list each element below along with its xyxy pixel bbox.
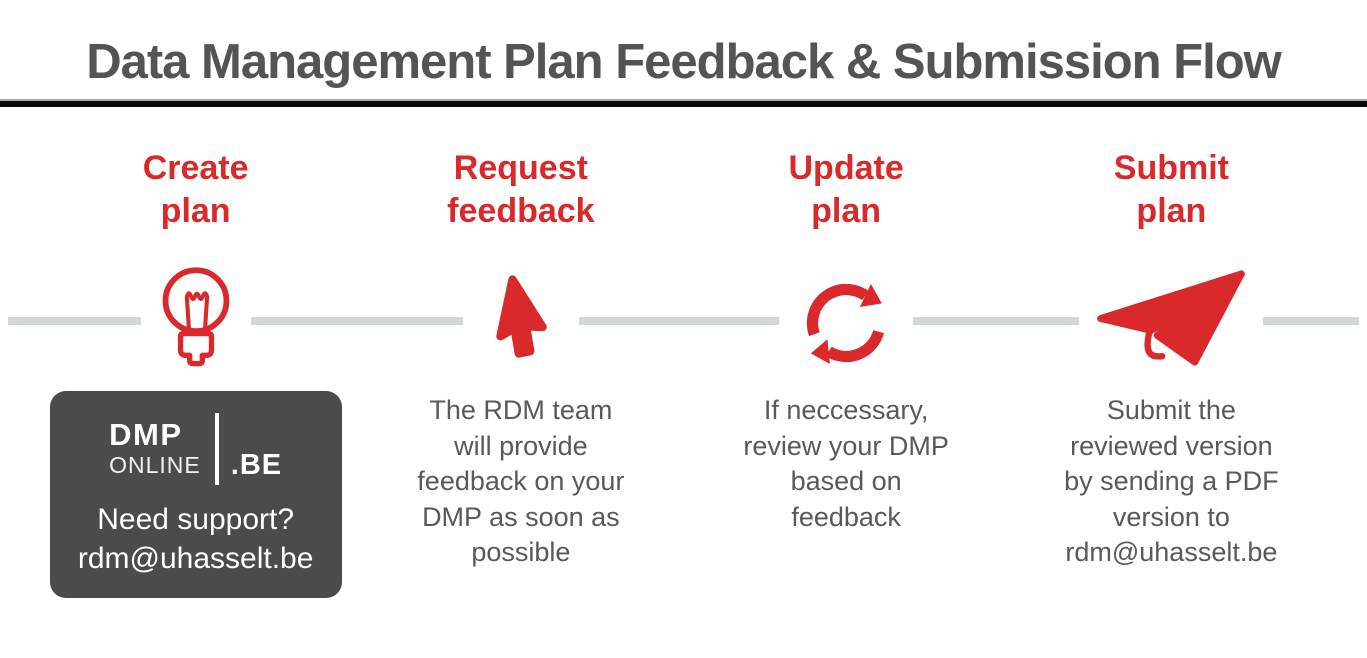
flow-connector-line xyxy=(8,316,1359,325)
step-create-plan: Create plan DMP ONLINE .BE Need sup xyxy=(33,147,358,598)
logo-text-online: ONLINE xyxy=(109,451,201,478)
step-description: The RDM team will provide feedback on yo… xyxy=(417,394,625,568)
logo-divider-bar xyxy=(214,412,219,485)
refresh-icon xyxy=(779,258,914,383)
title-divider xyxy=(0,98,1367,107)
step-description: Submit the reviewed version by sending a… xyxy=(1064,394,1279,568)
logo-text-be: .BE xyxy=(230,448,283,481)
dmponline-logo: DMP ONLINE .BE xyxy=(50,412,342,485)
step-title-submit-plan: Submit plan xyxy=(1113,148,1229,231)
flow-diagram: Create plan DMP ONLINE .BE Need sup xyxy=(8,147,1359,598)
dmp-flow-infographic: Data Management Plan Feedback & Submissi… xyxy=(0,35,1367,598)
step-description: If neccessary, review your DMP based on … xyxy=(743,394,949,532)
step-submit-plan: Submit plan Submit the reviewed version … xyxy=(1009,147,1334,598)
step-title-update-plan: Update plan xyxy=(788,148,904,231)
logo-text-dmp: DMP xyxy=(109,417,183,453)
step-update-plan: Update plan If neccessary, review your D… xyxy=(684,147,1009,598)
support-question: Need support? xyxy=(97,502,295,536)
support-email: rdm@uhasselt.be xyxy=(77,542,314,576)
step-request-feedback: Request feedback The RDM team will provi… xyxy=(358,147,683,598)
support-box: DMP ONLINE .BE Need support? rdm@uhassel… xyxy=(49,390,342,598)
lightbulb-icon xyxy=(140,258,251,383)
paper-plane-icon xyxy=(1079,258,1264,383)
step-title-request-feedback: Request feedback xyxy=(447,148,595,231)
cursor-icon xyxy=(462,258,579,383)
step-title-create-plan: Create plan xyxy=(142,148,249,231)
page-title: Data Management Plan Feedback & Submissi… xyxy=(86,35,1282,89)
